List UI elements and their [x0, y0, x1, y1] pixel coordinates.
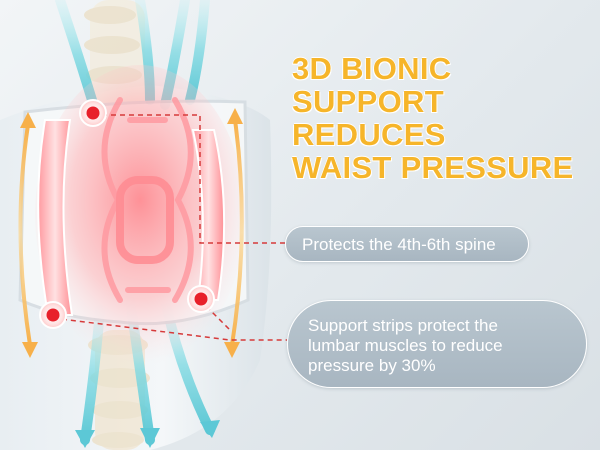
support-ribs	[101, 97, 194, 303]
arrow-down	[140, 428, 160, 448]
arrow-down	[22, 342, 38, 358]
headline-line-1: 3D BIONIC	[292, 51, 452, 86]
callout-support-strips: Support strips protect the lumbar muscle…	[287, 300, 587, 388]
leader-lines	[52, 114, 287, 341]
arrow-down	[75, 430, 95, 448]
headline: 3D BIONIC SUPPORT REDUCES WAIST PRESSURE	[292, 52, 592, 184]
headline-line-3: WAIST PRESSURE	[292, 150, 574, 185]
arrow-up	[227, 108, 243, 124]
arrow-up	[20, 112, 36, 128]
arrow-down	[224, 342, 240, 358]
callout-spine: Protects the 4th-6th spine	[285, 226, 529, 262]
callout-strips-line-1: Support strips protect the	[308, 316, 498, 335]
callout-strips-line-2: lumbar muscles to reduce	[308, 336, 503, 355]
arrow-heads	[20, 108, 243, 358]
arrow-down	[200, 420, 220, 438]
support-strip-right	[191, 129, 226, 301]
support-strip-left	[37, 119, 74, 316]
callout-strips-line-3: pressure by 30%	[308, 356, 436, 375]
pressure-arrows	[18, 118, 244, 347]
headline-line-2: SUPPORT REDUCES	[292, 84, 446, 152]
marker-dots	[39, 99, 215, 329]
